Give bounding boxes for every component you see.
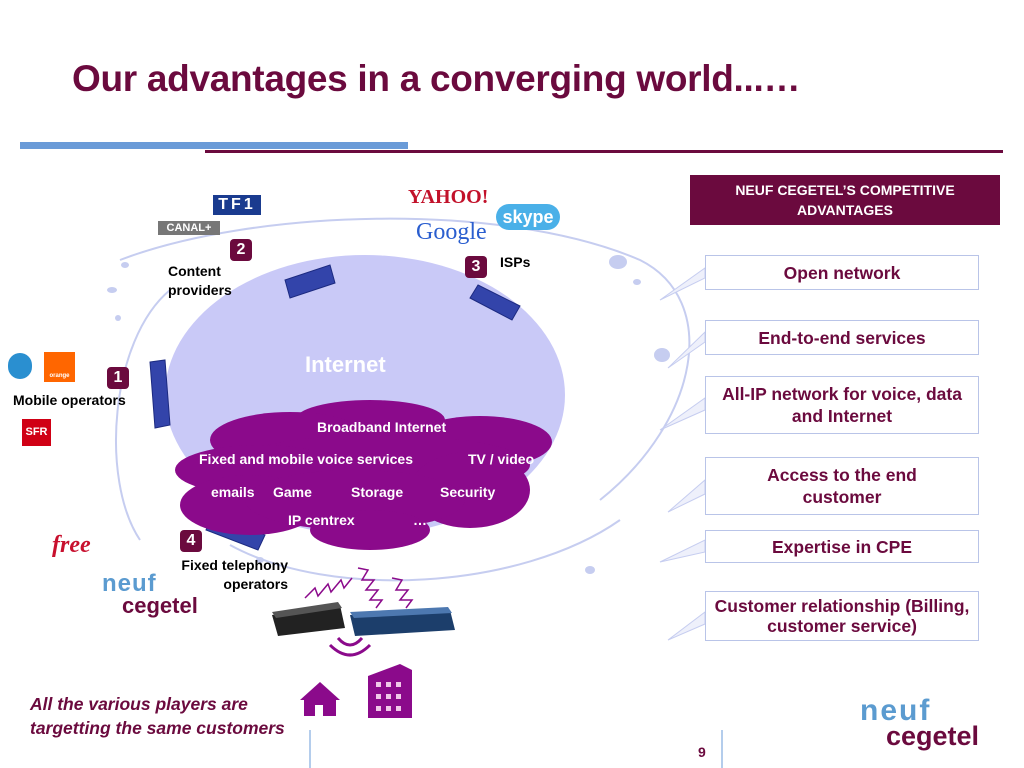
- advantage-customer-relationship: Customer relationship (Billing, customer…: [705, 591, 979, 641]
- neuf-logo-small-top: neuf: [102, 570, 157, 597]
- label-fixed-telephony-operators: Fixed telephony operators: [181, 557, 288, 592]
- neuf-cegetel-logo-bottom: cegetel: [886, 721, 980, 751]
- advantages-header: NEUF CEGETEL’S COMPETITIVE ADVANTAGES: [690, 175, 1000, 225]
- orange-logo: orange: [44, 352, 75, 382]
- service-storage: Storage: [351, 484, 404, 500]
- house-icon: [300, 682, 340, 716]
- service-ip-centrex: IP centrex: [288, 512, 355, 528]
- yahoo-logo: YAHOO!: [408, 186, 489, 208]
- advantage-end-customer: Access to the end customer: [705, 457, 979, 515]
- free-logo: free: [52, 532, 91, 558]
- sfr-logo: SFR: [22, 419, 51, 446]
- canal-plus-logo: CANAL+: [158, 221, 220, 235]
- services-cloud: [175, 400, 552, 550]
- internet-label: Internet: [305, 352, 386, 377]
- wireless-waves: [304, 567, 414, 609]
- label-isps: ISPs: [500, 254, 531, 270]
- tf1-logo: TF1: [213, 195, 261, 215]
- service-broadband: Broadband Internet: [317, 419, 447, 435]
- swirl-ring: [115, 217, 691, 582]
- advantage-cpe: Expertise in CPE: [705, 530, 979, 563]
- player-number-2: 2: [230, 239, 252, 261]
- modem-devices: [272, 602, 455, 636]
- service-emails: emails: [211, 484, 255, 500]
- signal-arcs-icon: [328, 636, 372, 657]
- building-icon: [368, 664, 412, 718]
- slide-title: Our advantages in a converging world...…: [72, 58, 801, 99]
- player-number-4: 4: [180, 530, 202, 552]
- advantage-open-network: Open network: [705, 255, 979, 290]
- player-number-1: 1: [107, 367, 129, 389]
- service-tv: TV / video: [468, 451, 535, 467]
- title-underline-red: [205, 150, 1003, 153]
- label-content-providers: Content providers: [168, 263, 232, 298]
- service-security: Security: [440, 484, 496, 500]
- google-logo: Google: [416, 219, 487, 245]
- label-mobile-operators: Mobile operators: [13, 392, 126, 408]
- callout-pointers: [659, 267, 706, 641]
- neuf-cegetel-logo-top: neuf: [860, 694, 932, 727]
- service-more: …: [413, 512, 427, 528]
- skype-logo: skype: [496, 204, 560, 230]
- swirl-dots: [107, 255, 670, 574]
- page-number: 9: [698, 744, 706, 760]
- advantage-end-to-end: End-to-end services: [705, 320, 979, 355]
- title-underline-blue: [20, 142, 408, 149]
- bouygues-logo-icon: [8, 353, 32, 379]
- advantage-all-ip: All-IP network for voice, data and Inter…: [705, 376, 979, 434]
- service-voice: Fixed and mobile voice services: [199, 451, 413, 467]
- player-number-3: 3: [465, 256, 487, 278]
- service-game: Game: [273, 484, 312, 500]
- neuf-logo-small-bottom: cegetel: [122, 593, 198, 618]
- footer-statement: All the various players are targetting t…: [30, 694, 285, 738]
